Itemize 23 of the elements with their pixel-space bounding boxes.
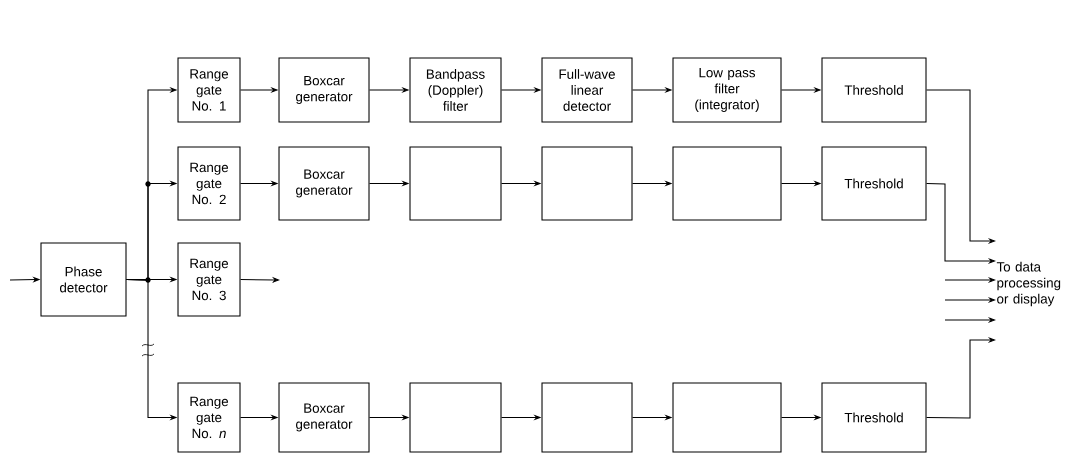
empty-box bbox=[409, 146, 502, 221]
process-box: Full-wave linear detector bbox=[541, 57, 633, 123]
process-box: Range gate No. 2 bbox=[177, 146, 241, 221]
process-box: Bandpass (Doppler) filter bbox=[409, 57, 502, 123]
process-box: Threshold bbox=[821, 382, 927, 453]
empty-box bbox=[541, 382, 633, 453]
arrow bbox=[926, 336, 996, 419]
process-box: Range gate No. n bbox=[177, 382, 241, 453]
process-box: Phase detector bbox=[40, 242, 127, 317]
arrow bbox=[240, 276, 280, 283]
process-box: Range gate No. 3 bbox=[177, 242, 241, 317]
process-box: Low pass filter (integrator) bbox=[672, 57, 782, 123]
process-box: Range gate No. 1 bbox=[177, 57, 241, 123]
process-box: Boxcar generator bbox=[278, 57, 370, 123]
process-box: Boxcar generator bbox=[278, 382, 370, 453]
output-label: To data processing or display bbox=[996, 261, 1061, 307]
process-box: Threshold bbox=[821, 146, 927, 221]
empty-box bbox=[409, 382, 502, 453]
empty-box bbox=[672, 382, 782, 453]
process-box: Threshold bbox=[821, 57, 927, 123]
empty-box bbox=[541, 146, 633, 221]
empty-box bbox=[672, 146, 782, 221]
process-box: Boxcar generator bbox=[278, 146, 370, 221]
